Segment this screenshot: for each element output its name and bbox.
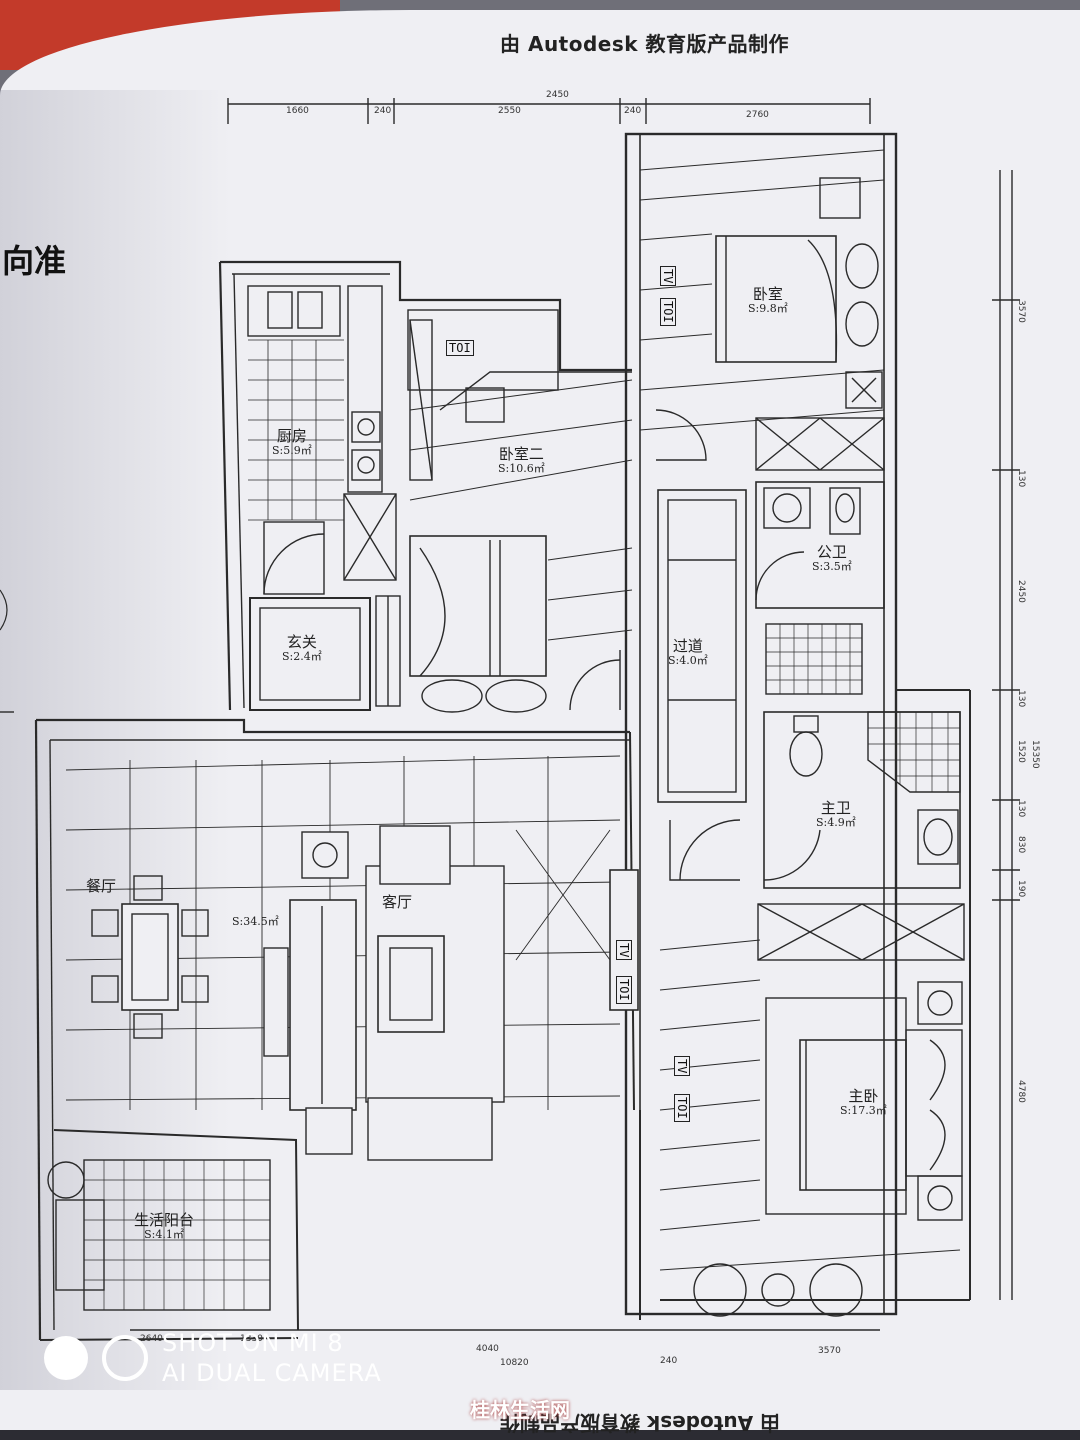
- dim-bottom-3: 4040: [476, 1344, 499, 1354]
- room-balcony-area: S:4.1㎡: [144, 1228, 184, 1242]
- dim-top-4: 240: [624, 106, 642, 116]
- room-living-area-value: S:34.5㎡: [232, 915, 279, 928]
- label-tv-master: TV: [674, 1056, 690, 1077]
- label-toi-living: TOI: [616, 976, 632, 1004]
- room-kitchen: 厨房 S:5.9㎡: [272, 427, 312, 458]
- dim-top-5: 2760: [746, 110, 769, 120]
- dim-top-total: 2450: [546, 90, 569, 100]
- room-master-bath-name: 主卫: [820, 799, 851, 817]
- room-bedroom-area: S:9.8㎡: [748, 302, 788, 316]
- room-master-bedroom-name: 主卧: [848, 1087, 879, 1105]
- camera-text: SHOT ON MI 8 AI DUAL CAMERA: [162, 1328, 382, 1388]
- camera-text-line2: AI DUAL CAMERA: [162, 1359, 382, 1387]
- room-bedroom2-area: S:10.6㎡: [498, 462, 545, 476]
- label-toi-master: TOI: [674, 1094, 690, 1122]
- dim-right-8: 190: [1016, 880, 1026, 898]
- dim-top-3: 2550: [498, 106, 521, 116]
- room-foyer-area: S:2.4㎡: [282, 650, 322, 664]
- room-master-bath-area: S:4.9㎡: [816, 816, 856, 830]
- label-toi-bedroom2: TOI: [446, 340, 474, 356]
- side-text-fragment: 向准: [2, 242, 67, 280]
- label-tv-living: TV: [616, 940, 632, 961]
- room-bedroom: 卧室 S:9.8㎡: [748, 285, 788, 316]
- room-dining: 餐厅: [86, 877, 117, 895]
- camera-dot-filled-icon: [44, 1336, 88, 1380]
- dim-bottom-4: 10820: [500, 1358, 529, 1368]
- room-corridor-name: 过道: [672, 637, 703, 655]
- room-public-bath-area: S:3.5㎡: [812, 560, 852, 574]
- room-living-name: 客厅: [382, 893, 413, 911]
- room-kitchen-name: 厨房: [276, 427, 307, 445]
- site-watermark: 桂林生活网: [470, 1398, 570, 1422]
- room-bedroom-name: 卧室: [752, 285, 783, 303]
- room-bedroom2-name: 卧室二: [498, 445, 544, 463]
- room-corridor-area: S:4.0㎡: [668, 654, 708, 668]
- room-balcony-name: 生活阳台: [134, 1211, 195, 1229]
- dim-right-2: 130: [1016, 470, 1026, 488]
- room-master-bedroom: 主卧 S:17.3㎡: [840, 1087, 887, 1118]
- dim-top-1: 1660: [286, 106, 309, 116]
- dim-bottom-6: 3570: [818, 1346, 841, 1356]
- dim-right-total: 15350: [1030, 740, 1040, 769]
- dim-bottom-2: 1330: [240, 1334, 263, 1344]
- room-living-area: S:34.5㎡: [232, 915, 279, 929]
- room-balcony: 生活阳台 S:4.1㎡: [134, 1211, 195, 1242]
- camera-dot-ring-icon: [102, 1335, 148, 1381]
- dim-top-2: 240: [374, 106, 392, 116]
- dim-bottom-5: 240: [660, 1356, 678, 1366]
- room-master-bath: 主卫 S:4.9㎡: [816, 799, 856, 830]
- header-top: 由 Autodesk 教育版产品制作: [500, 32, 790, 56]
- room-kitchen-area: S:5.9㎡: [272, 444, 312, 458]
- room-foyer-name: 玄关: [286, 633, 317, 651]
- dim-right-4: 130: [1016, 690, 1026, 708]
- room-bedroom2: 卧室二 S:10.6㎡: [498, 445, 545, 476]
- room-corridor: 过道 S:4.0㎡: [668, 637, 708, 668]
- room-foyer: 玄关 S:2.4㎡: [282, 633, 322, 664]
- room-master-bedroom-area: S:17.3㎡: [840, 1104, 887, 1118]
- label-toi-bedroom: TOI: [660, 298, 676, 326]
- dim-right-5: 1520: [1016, 740, 1026, 763]
- label-tv-bedroom: TV: [660, 266, 676, 287]
- dim-bottom-1: 2640: [140, 1334, 163, 1344]
- camera-text-line1: SHOT ON MI 8: [162, 1329, 344, 1357]
- dim-right-9: 4780: [1016, 1080, 1026, 1103]
- room-dining-name: 餐厅: [86, 877, 117, 895]
- dim-right-3: 2450: [1016, 580, 1026, 603]
- dim-right-1: 3570: [1016, 300, 1026, 323]
- room-public-bath: 公卫 S:3.5㎡: [812, 543, 852, 574]
- dim-right-6: 130: [1016, 800, 1026, 818]
- dim-right-7: 830: [1016, 836, 1026, 854]
- room-public-bath-name: 公卫: [816, 543, 847, 561]
- camera-watermark: SHOT ON MI 8 AI DUAL CAMERA: [44, 1328, 382, 1388]
